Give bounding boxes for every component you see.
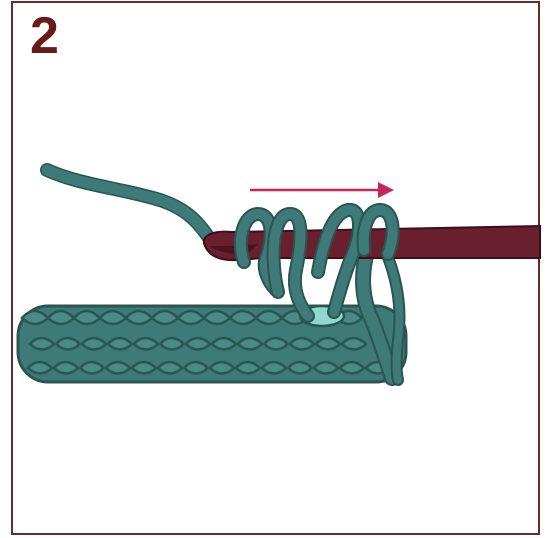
arrow-right-icon: [250, 182, 394, 198]
crochet-hook: [204, 226, 540, 260]
stitch-rows: [18, 306, 406, 382]
